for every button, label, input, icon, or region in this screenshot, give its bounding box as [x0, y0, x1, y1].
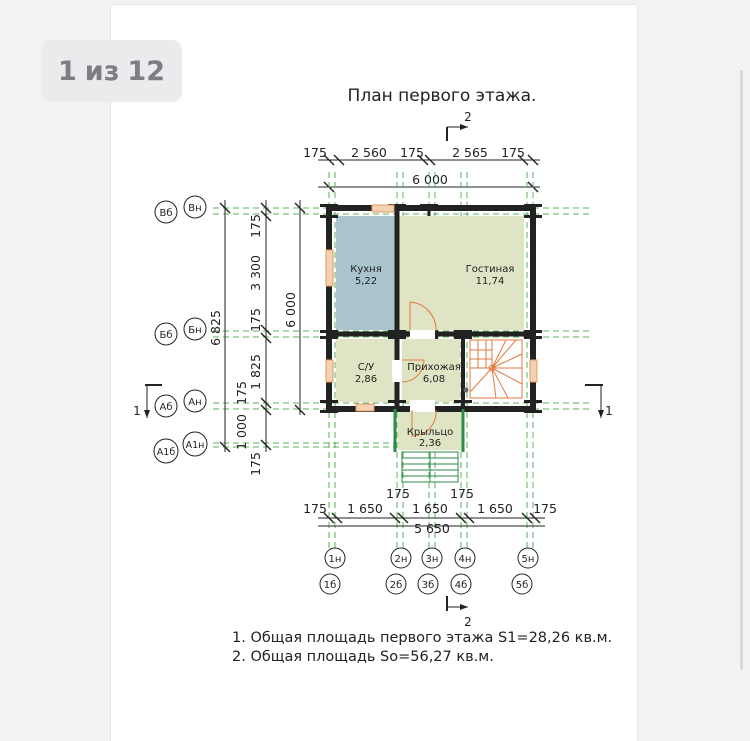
section-mark-bottom: 2: [446, 596, 472, 629]
wall-joints: [320, 204, 542, 413]
current-page: 1: [58, 55, 77, 87]
staircase: [469, 339, 523, 399]
svg-text:5 650: 5 650: [414, 521, 450, 536]
svg-text:1 825: 1 825: [248, 354, 263, 390]
left-dimensions: [219, 200, 306, 453]
svg-text:175: 175: [450, 486, 474, 501]
svg-text:175: 175: [533, 501, 557, 516]
svg-text:2б: 2б: [390, 580, 403, 591]
room-kitchen-floor: [336, 216, 396, 330]
room-labels: Кухня 5,22 Гостиная 11,74 С/У 2,86 Прихо…: [350, 264, 514, 449]
svg-text:Бб: Бб: [159, 330, 172, 341]
svg-text:175: 175: [303, 501, 327, 516]
room-kitchen-name: Кухня: [350, 264, 382, 275]
svg-text:6 000: 6 000: [412, 172, 448, 187]
svg-text:6 000: 6 000: [283, 292, 298, 328]
svg-text:175: 175: [248, 452, 263, 476]
room-hall-name: Прихожая: [407, 362, 461, 373]
page-separator: из: [84, 55, 120, 87]
svg-text:6 825: 6 825: [208, 310, 223, 346]
top-dimension-labels: 175 2 560 175 2 565 175 6 000: [303, 145, 525, 187]
svg-text:3б: 3б: [422, 580, 435, 591]
room-bathroom-floor: [336, 339, 396, 402]
axis-labels-bottom: 1н 1б 2н 2б 3н 3б 4н 4б 5н 5б: [324, 554, 535, 591]
svg-text:2 560: 2 560: [351, 145, 387, 160]
section-mark-left: 1: [133, 384, 162, 418]
svg-text:175: 175: [248, 308, 263, 332]
svg-text:1н: 1н: [329, 554, 342, 565]
svg-text:2: 2: [464, 110, 472, 124]
svg-text:А1б: А1б: [157, 447, 176, 458]
svg-text:2 565: 2 565: [452, 145, 488, 160]
svg-text:1 650: 1 650: [412, 501, 448, 516]
svg-text:5б: 5б: [516, 580, 529, 591]
room-hall-floor: [402, 339, 460, 402]
door-swings: [401, 301, 437, 437]
svg-text:Вн: Вн: [188, 203, 201, 214]
svg-text:Ан: Ан: [188, 397, 201, 408]
svg-text:175: 175: [400, 145, 424, 160]
left-dimension-labels: 6 825 175 3 300 175 1 825 175 1 000 175 …: [208, 214, 298, 476]
svg-text:1: 1: [133, 404, 141, 418]
section-mark-right: 1: [585, 384, 613, 418]
room-porch-area: 2,36: [419, 438, 441, 449]
room-living-floor: [398, 216, 524, 330]
windows: [325, 204, 538, 412]
axis-labels-left: Вб Вн Бб Бн Аб Ан А1б А1н: [157, 203, 205, 458]
next-page-edge: [740, 70, 743, 670]
door-openings: [392, 330, 435, 412]
svg-text:Аб: Аб: [159, 402, 172, 413]
room-hall-area: 6,08: [423, 374, 445, 385]
page-counter: 1 из 12: [41, 40, 182, 102]
note-first-floor-area: 1. Общая площадь первого этажа S1=28,26 …: [232, 630, 613, 646]
svg-text:3н: 3н: [426, 554, 439, 565]
svg-text:1 650: 1 650: [477, 501, 513, 516]
svg-text:175: 175: [303, 145, 327, 160]
svg-text:175: 175: [234, 381, 249, 405]
svg-text:175: 175: [248, 214, 263, 238]
room-kitchen-area: 5,22: [355, 276, 377, 287]
svg-text:1 650: 1 650: [347, 501, 383, 516]
room-porch-name: Крыльцо: [407, 427, 454, 438]
svg-text:1б: 1б: [324, 580, 337, 591]
svg-text:175: 175: [386, 486, 410, 501]
svg-text:1: 1: [605, 404, 613, 418]
svg-text:2: 2: [464, 615, 472, 629]
room-bathroom-name: С/У: [358, 362, 374, 373]
stair-post: [463, 387, 469, 393]
plan-title: План первого этажа.: [348, 86, 537, 106]
total-pages: 12: [127, 55, 165, 87]
bottom-dimension-labels: 175 1 650 175 1 650 175 1 650 175 5 650: [303, 486, 557, 536]
svg-text:А1н: А1н: [186, 440, 205, 451]
svg-text:4б: 4б: [455, 580, 468, 591]
room-living-name: Гостиная: [466, 264, 515, 275]
svg-text:1 000: 1 000: [234, 414, 249, 450]
svg-text:4н: 4н: [459, 554, 472, 565]
room-bathroom-area: 2,86: [355, 374, 377, 385]
room-living-area: 11,74: [476, 276, 505, 287]
svg-text:175: 175: [501, 145, 525, 160]
svg-text:2н: 2н: [395, 554, 408, 565]
bottom-dimensions: [318, 512, 545, 527]
svg-text:3 300: 3 300: [248, 255, 263, 291]
room-porch-floor: [398, 410, 462, 450]
svg-text:Бн: Бн: [188, 325, 201, 336]
porch-steps: [401, 451, 459, 483]
axis-bubbles-left: [153, 195, 208, 464]
axis-bubbles-bottom: [319, 547, 539, 595]
note-total-area: 2. Общая площадь So=56,27 кв.м.: [232, 649, 494, 665]
svg-text:Вб: Вб: [159, 208, 172, 219]
svg-text:5н: 5н: [522, 554, 535, 565]
section-mark-top: 2: [446, 110, 472, 141]
